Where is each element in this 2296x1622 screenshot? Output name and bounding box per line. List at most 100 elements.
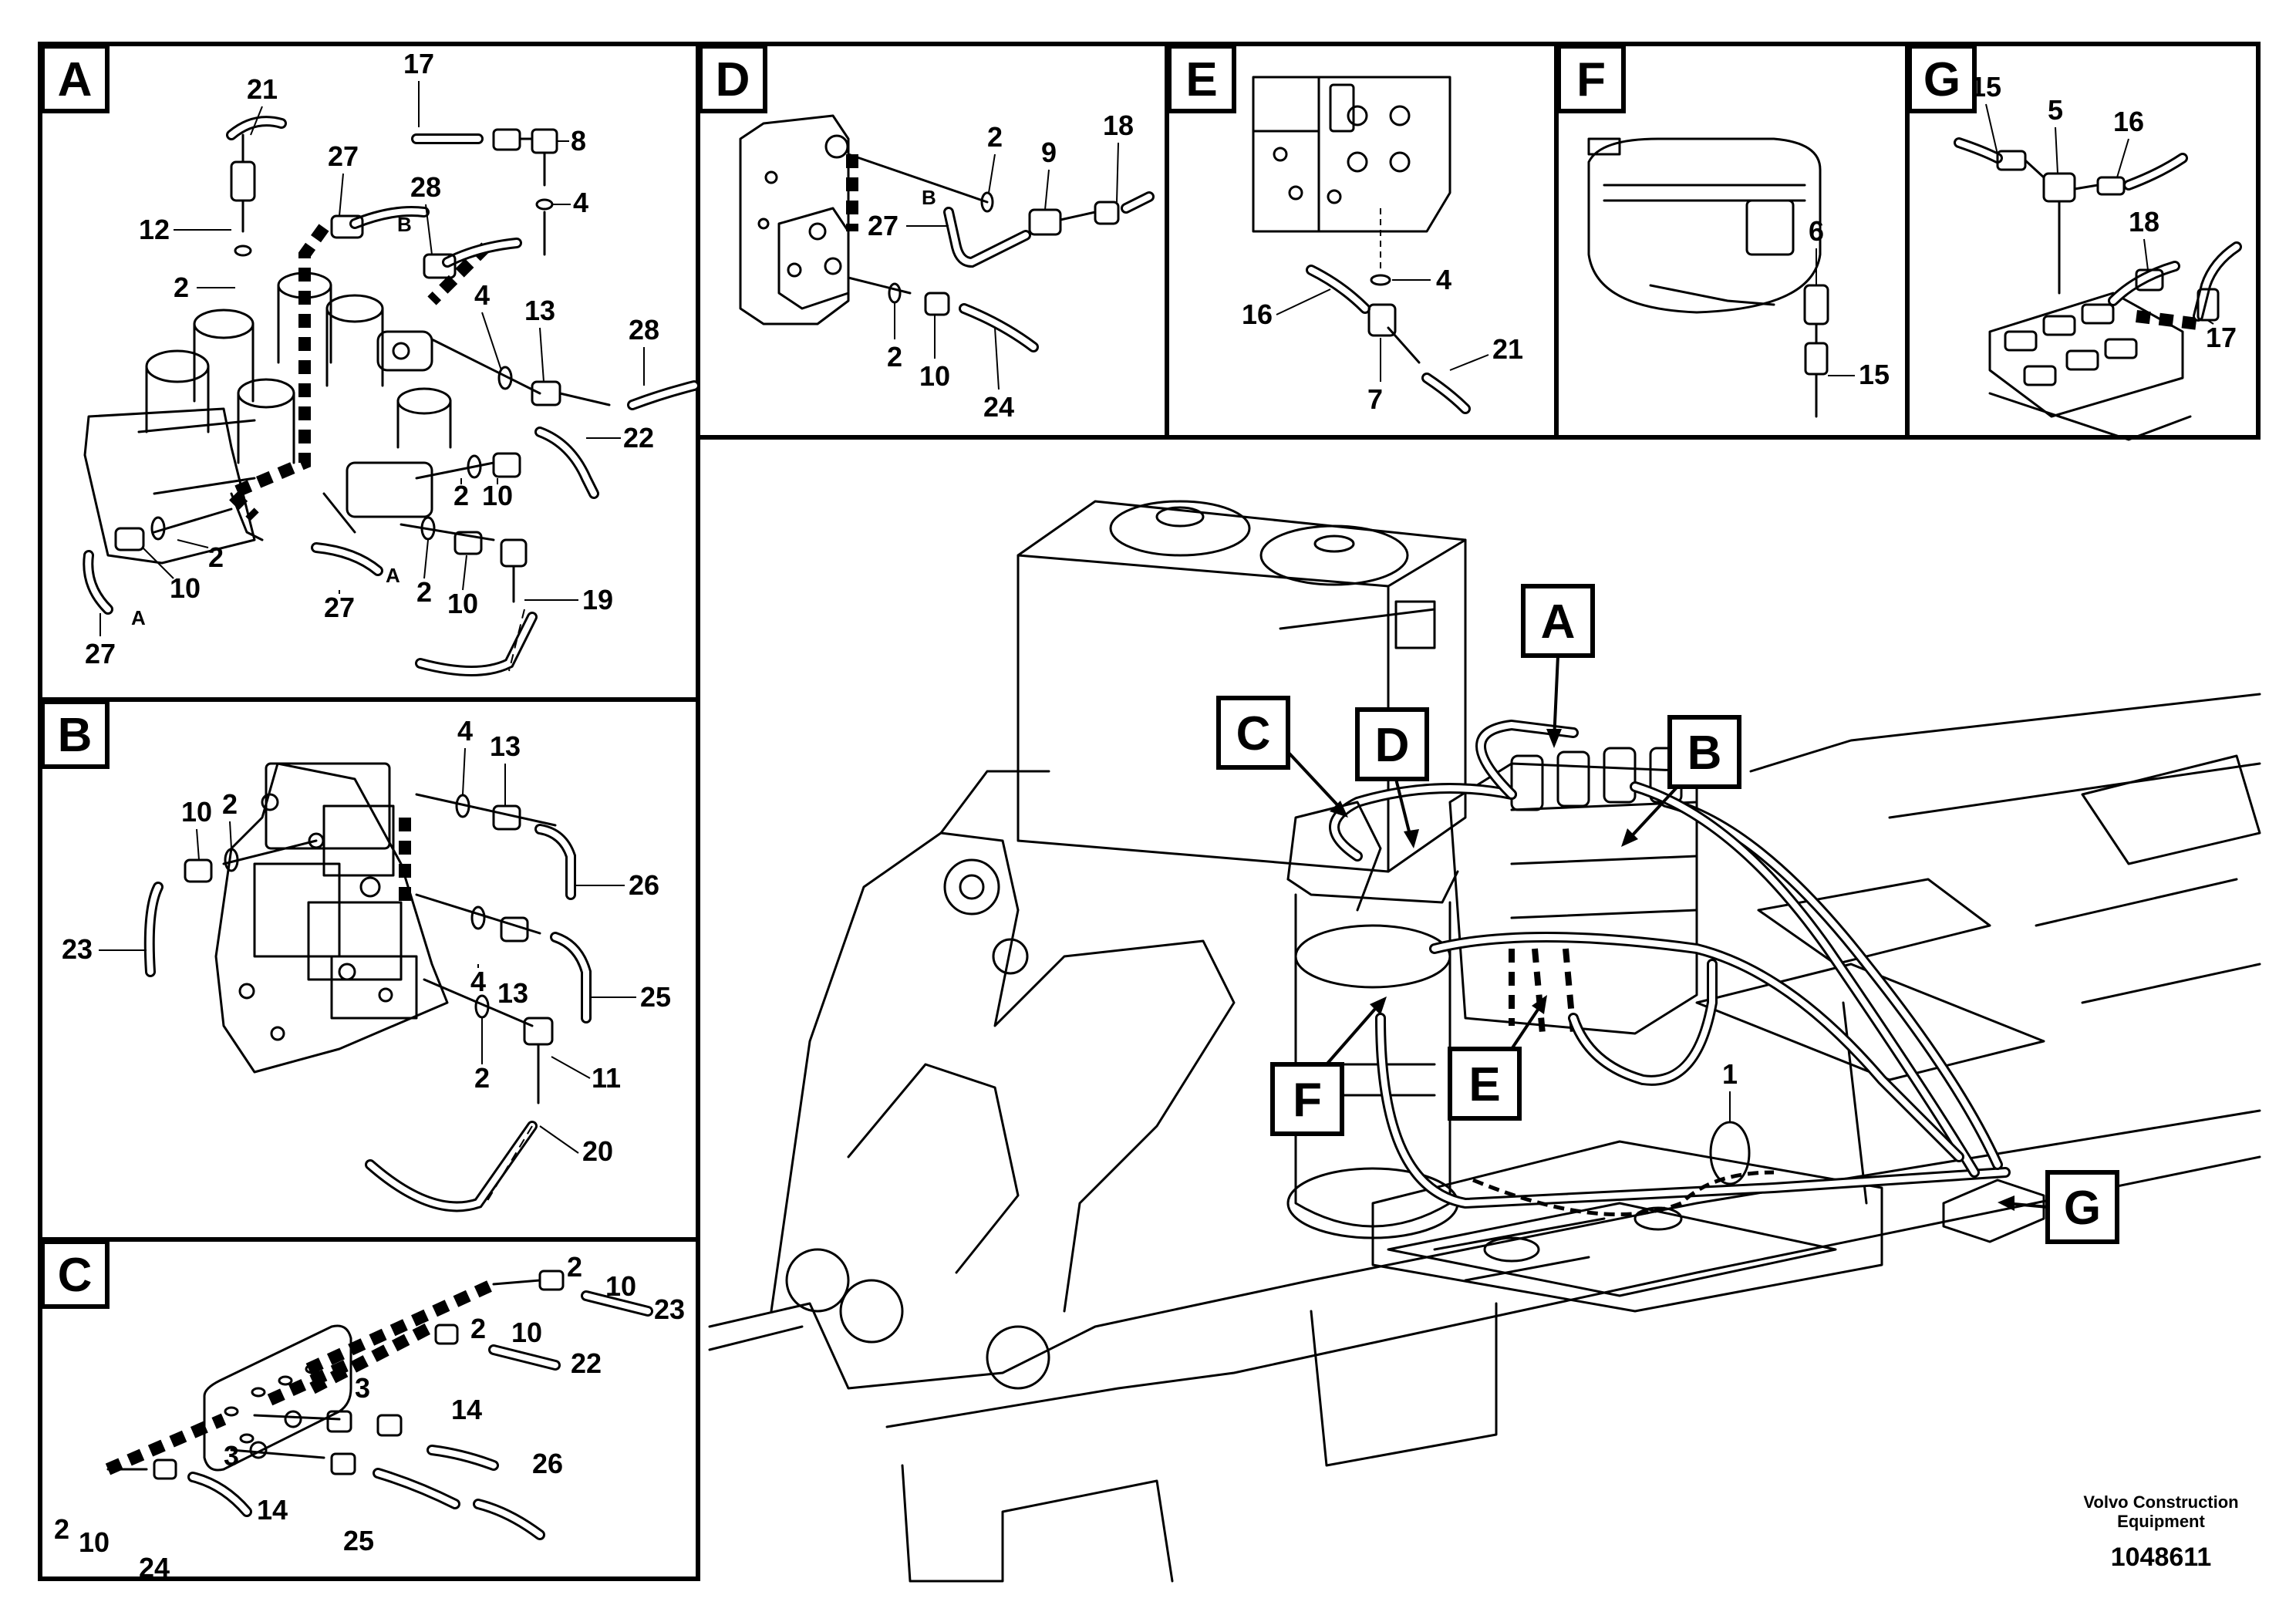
svg-text:1: 1 [1722, 1058, 1738, 1090]
svg-text:22: 22 [571, 1347, 602, 1379]
panel-g-labels: 15 5 16 18 17 [1971, 71, 2237, 353]
svg-text:12: 12 [139, 214, 170, 245]
svg-text:F: F [1293, 1074, 1322, 1127]
svg-text:15: 15 [1971, 71, 2001, 103]
svg-text:A: A [131, 606, 146, 629]
panel-d-letter: D [698, 44, 767, 113]
svg-text:27: 27 [324, 592, 355, 623]
svg-text:27: 27 [85, 638, 116, 669]
brand-block: Volvo Construction Equipment 1048611 [2083, 1492, 2238, 1572]
svg-text:4: 4 [1436, 264, 1451, 295]
panel-b-labels: 4 13 10 2 26 23 25 4 13 2 11 20 [62, 715, 671, 1167]
callout-g: G [1998, 1170, 2119, 1244]
svg-text:27: 27 [868, 210, 899, 241]
svg-text:2: 2 [222, 788, 238, 820]
svg-text:F: F [1576, 53, 1606, 106]
callout-d: D [1355, 707, 1429, 848]
svg-text:4: 4 [573, 187, 588, 218]
panel-e-labels: 4 16 21 7 [1242, 264, 1523, 415]
panel-c-labels: 2 10 2 10 23 22 3 14 3 26 2 10 14 25 24 [54, 1251, 685, 1583]
svg-text:2: 2 [54, 1513, 69, 1545]
svg-text:5: 5 [2048, 94, 2063, 126]
svg-text:13: 13 [497, 977, 528, 1009]
svg-text:16: 16 [2113, 106, 2144, 137]
panel-b-letter: B [40, 700, 110, 769]
svg-text:9: 9 [1041, 137, 1057, 168]
svg-text:G: G [1923, 53, 1961, 106]
svg-text:Equipment: Equipment [2117, 1512, 2205, 1531]
callout-c: C [1216, 696, 1348, 818]
panel-d-labels: 2 9 18 B 27 2 10 24 [868, 110, 1134, 423]
panel-a-labels: 21 17 8 27 B 28 4 12 2 4 13 28 22 2 10 2… [85, 48, 659, 669]
svg-text:21: 21 [247, 73, 278, 105]
drawing-number: 1048611 [2111, 1543, 2212, 1572]
svg-text:21: 21 [1492, 333, 1523, 365]
svg-text:E: E [1185, 53, 1217, 106]
panel-f-letter: F [1556, 44, 1626, 113]
svg-text:10: 10 [79, 1526, 110, 1558]
panel-c-letter: C [40, 1239, 110, 1309]
svg-text:10: 10 [605, 1270, 636, 1302]
svg-text:10: 10 [181, 796, 212, 828]
callout-e: E [1448, 995, 1547, 1121]
svg-text:14: 14 [451, 1394, 482, 1425]
svg-text:2: 2 [470, 1313, 486, 1344]
svg-text:18: 18 [2129, 206, 2159, 238]
svg-text:A: A [58, 53, 93, 106]
svg-text:10: 10 [447, 588, 478, 619]
svg-text:10: 10 [919, 360, 950, 392]
panel-e-letter: E [1167, 44, 1236, 113]
svg-text:24: 24 [983, 391, 1014, 423]
svg-text:A: A [386, 564, 400, 587]
panel-g-frame [1905, 42, 2261, 440]
panel-c-frame [38, 1237, 700, 1581]
svg-text:B: B [397, 213, 412, 236]
svg-text:13: 13 [490, 730, 521, 762]
panel-g-drawing [1954, 137, 2242, 441]
svg-text:28: 28 [629, 314, 659, 346]
svg-text:27: 27 [328, 140, 359, 172]
svg-text:23: 23 [654, 1293, 685, 1325]
panel-e-drawing [1252, 76, 1471, 414]
panel-f-drawing [1587, 137, 1829, 418]
svg-text:14: 14 [257, 1494, 288, 1526]
svg-text:26: 26 [629, 869, 659, 901]
svg-text:2: 2 [453, 480, 469, 511]
svg-text:8: 8 [571, 125, 586, 157]
svg-text:A: A [1541, 595, 1576, 649]
svg-text:C: C [1236, 707, 1271, 760]
svg-text:B: B [58, 709, 93, 762]
svg-text:17: 17 [2206, 322, 2237, 353]
svg-text:4: 4 [470, 966, 486, 997]
svg-text:4: 4 [457, 715, 473, 747]
svg-text:B: B [1687, 727, 1722, 780]
svg-text:6: 6 [1809, 215, 1824, 247]
svg-text:16: 16 [1242, 298, 1273, 330]
svg-text:3: 3 [224, 1440, 239, 1472]
svg-text:25: 25 [343, 1525, 374, 1556]
svg-text:17: 17 [403, 48, 434, 79]
svg-text:D: D [1375, 719, 1410, 772]
svg-text:Volvo Construction: Volvo Construction [2083, 1492, 2238, 1512]
svg-text:13: 13 [524, 295, 555, 326]
part-1-label: 1 [1722, 1058, 1738, 1122]
svg-text:3: 3 [355, 1372, 370, 1404]
callout-f: F [1270, 996, 1387, 1136]
panel-f-labels: 6 15 [1809, 215, 1890, 390]
callout-a: A [1521, 584, 1595, 748]
svg-text:2: 2 [474, 1062, 490, 1094]
svg-text:10: 10 [170, 572, 201, 604]
svg-text:C: C [58, 1249, 93, 1302]
svg-text:28: 28 [410, 171, 441, 203]
panel-d-drawing [739, 114, 1155, 352]
svg-text:D: D [716, 53, 750, 106]
svg-text:7: 7 [1367, 383, 1383, 415]
panel-g-letter: G [1907, 44, 1977, 113]
svg-text:2: 2 [987, 121, 1003, 153]
svg-text:18: 18 [1103, 110, 1134, 141]
svg-text:2: 2 [887, 341, 902, 373]
panel-a-letter: A [40, 44, 110, 113]
svg-text:4: 4 [474, 279, 490, 311]
svg-text:11: 11 [592, 1062, 621, 1094]
